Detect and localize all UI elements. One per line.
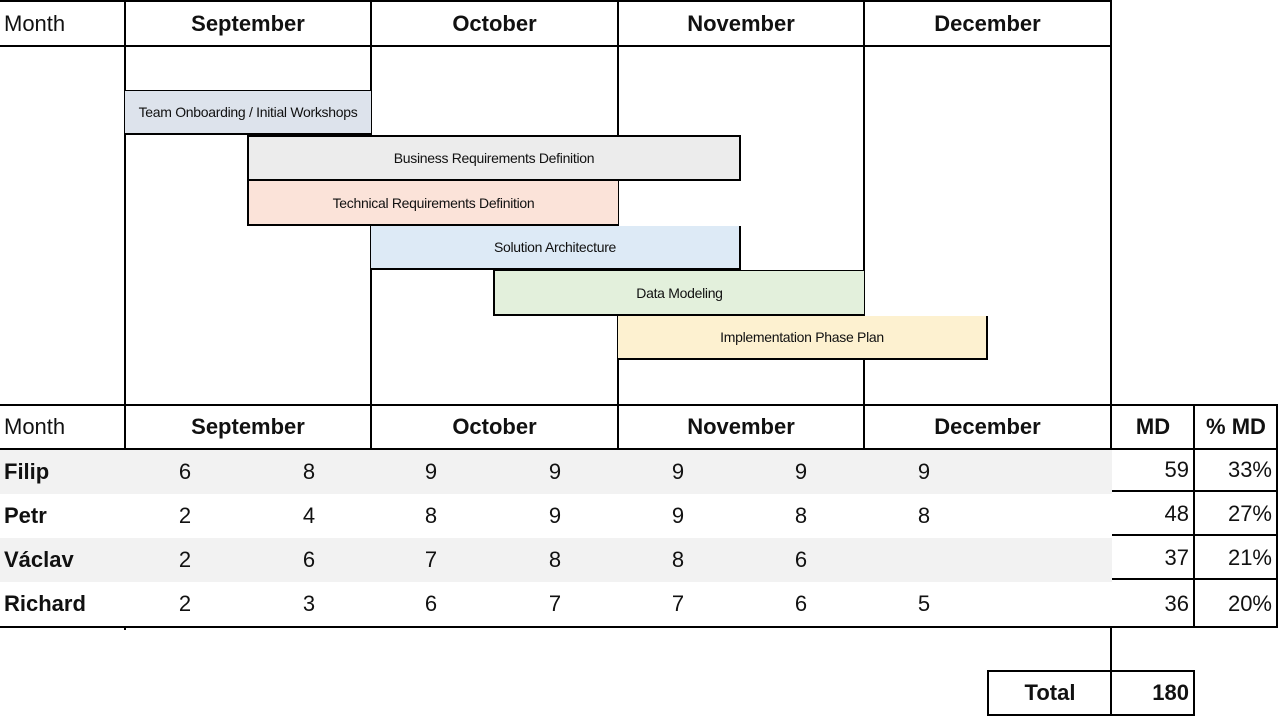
table-month-october: October bbox=[452, 414, 537, 439]
md-value: 9 bbox=[548, 503, 562, 528]
table-month-november: November bbox=[687, 414, 795, 439]
task-label: Business Requirements Definition bbox=[393, 150, 595, 166]
md-value bbox=[909, 538, 939, 582]
top-header: Month September October November Decembe… bbox=[0, 0, 1112, 47]
md-value: 9 bbox=[671, 503, 685, 528]
task-label: Technical Requirements Definition bbox=[332, 194, 535, 211]
grid-line bbox=[863, 0, 865, 405]
table-row-petr: Petr 2 4 8 9 9 8 8 bbox=[0, 494, 1112, 538]
pct-md-cell: 33% bbox=[1195, 450, 1276, 492]
grid-line bbox=[1110, 0, 1112, 405]
person-name: Václav bbox=[4, 547, 74, 572]
table-month-label: Month bbox=[4, 414, 66, 439]
md-value: 8 bbox=[548, 547, 562, 572]
task-label: Solution Architecture bbox=[493, 239, 617, 255]
task-bar-business-requirements: Business Requirements Definition bbox=[247, 135, 741, 181]
task-bar-technical-requirements: Technical Requirements Definition bbox=[247, 181, 618, 226]
grid-line bbox=[617, 0, 619, 405]
pct-md-cell: 20% bbox=[1227, 591, 1272, 616]
md-value: 8 bbox=[424, 503, 438, 528]
table-row-richard: Richard 2 3 6 7 7 6 5 bbox=[0, 582, 1112, 626]
task-bar-team-onboarding: Team Onboarding / Initial Workshops bbox=[125, 91, 371, 135]
md-value: 7 bbox=[424, 547, 438, 572]
top-month-december: December bbox=[934, 10, 1041, 36]
md-value: 2 bbox=[178, 591, 192, 616]
task-bar-solution-architecture: Solution Architecture bbox=[371, 226, 741, 270]
md-value: 5 bbox=[917, 591, 931, 616]
md-value: 3 bbox=[302, 591, 316, 616]
md-value: 2 bbox=[178, 503, 192, 528]
md-value: 4 bbox=[302, 503, 316, 528]
md-value: 7 bbox=[671, 591, 685, 616]
top-month-september: September bbox=[191, 10, 305, 36]
md-total-cell: 48 bbox=[1112, 494, 1193, 536]
gantt-blank-cell bbox=[125, 47, 371, 91]
person-name: Filip bbox=[4, 459, 50, 484]
person-name: Richard bbox=[4, 591, 86, 616]
md-total-cell: 36 bbox=[1164, 591, 1189, 616]
md-value: 8 bbox=[794, 503, 808, 528]
md-value: 6 bbox=[794, 547, 808, 572]
table-bottom-border bbox=[0, 626, 1278, 628]
table-month-december: December bbox=[934, 414, 1041, 439]
top-month-october: October bbox=[452, 10, 537, 36]
md-column-header: MD bbox=[1135, 414, 1171, 439]
grid-line bbox=[1276, 404, 1278, 628]
md-value: 2 bbox=[178, 547, 192, 572]
top-month-november: November bbox=[687, 10, 795, 36]
task-label: Data Modeling bbox=[636, 284, 723, 301]
table-month-september: September bbox=[191, 414, 305, 439]
top-month-label: Month bbox=[4, 10, 66, 36]
task-bar-data-modeling: Data Modeling bbox=[493, 270, 864, 316]
md-value: 8 bbox=[302, 459, 316, 484]
grid-line bbox=[1193, 404, 1195, 628]
total-label: Total bbox=[1024, 680, 1076, 705]
person-name: Petr bbox=[4, 503, 47, 528]
md-value: 6 bbox=[302, 547, 316, 572]
task-bar-implementation-plan: Implementation Phase Plan bbox=[618, 316, 988, 360]
md-value: 9 bbox=[671, 459, 685, 484]
md-total-cell: 59 bbox=[1112, 450, 1193, 492]
grid-line bbox=[124, 0, 126, 405]
table-row-vaclav: Václav 2 6 7 8 8 6 bbox=[0, 538, 1112, 582]
md-value: 9 bbox=[917, 459, 931, 484]
md-value: 9 bbox=[794, 459, 808, 484]
md-value: 7 bbox=[548, 591, 562, 616]
md-value: 6 bbox=[424, 591, 438, 616]
total-value: 180 bbox=[1152, 680, 1189, 705]
md-value: 6 bbox=[794, 591, 808, 616]
task-label: Team Onboarding / Initial Workshops bbox=[138, 104, 358, 120]
total-box: Total 180 bbox=[987, 670, 1195, 716]
md-value: 9 bbox=[548, 459, 562, 484]
task-label: Implementation Phase Plan bbox=[720, 329, 884, 345]
md-value: 8 bbox=[917, 503, 931, 528]
md-value: 6 bbox=[178, 459, 192, 484]
pct-md-cell: 27% bbox=[1195, 494, 1276, 536]
pct-md-column-header: % MD bbox=[1206, 414, 1266, 439]
table-header: Month September October November Decembe… bbox=[0, 404, 1278, 450]
md-total-cell: 37 bbox=[1112, 538, 1193, 580]
table-row-filip: Filip 6 8 9 9 9 9 9 bbox=[0, 450, 1112, 494]
md-value: 8 bbox=[671, 547, 685, 572]
pct-md-cell: 21% bbox=[1195, 538, 1276, 580]
md-value: 9 bbox=[424, 459, 438, 484]
